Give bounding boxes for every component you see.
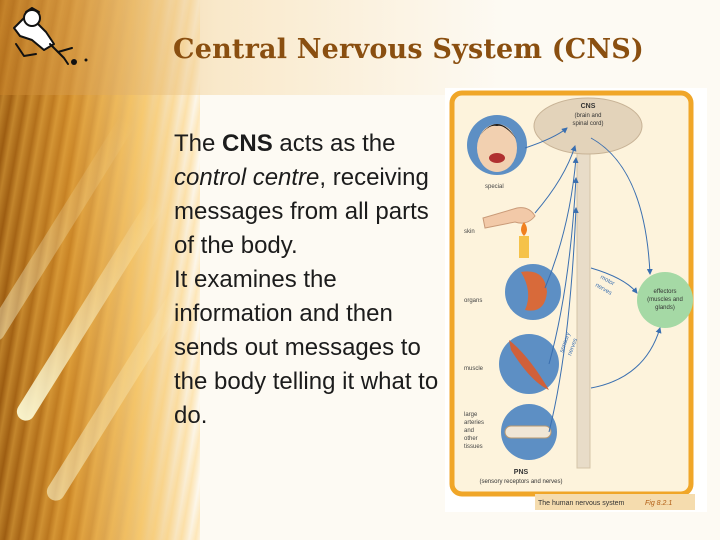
label-muscle: muscle [464,366,484,372]
nervous-system-figure: CNS (brain and spinal cord) special skin… [445,88,707,512]
sensory-arrows [524,127,579,433]
label-arteries: other [464,436,478,442]
receptor-skin [482,207,536,229]
label-special: special [485,184,504,190]
cns-sub-label: spinal cord) [572,121,603,127]
receptor-face [467,115,527,175]
artery-icon [504,425,552,439]
text-span: , receiving messages from all parts of t… [174,164,429,259]
label-arteries: large [464,412,478,418]
slide-title: Central Nervous System (CNS) [173,34,644,65]
text-span: acts as the [272,130,396,157]
italic-term: control centre [174,164,320,191]
paragraph-cns-function: It examines the information and then sen… [174,266,439,429]
figure-footer [535,494,695,510]
effectors-circle [637,272,693,328]
scientist-mascot-icon [13,7,88,65]
label-arteries: tissues [464,444,483,450]
receptor-candle [519,222,529,258]
cns-sub-label: (brain and [574,113,601,119]
effectors-label: (muscles and [647,297,683,303]
label-arteries: and [464,428,474,434]
receptor-kidney [505,264,561,320]
cns-label: CNS [581,103,596,110]
arm-icon [482,207,536,229]
candle-icon [519,236,529,258]
sensory-nerves-label: nerves [567,338,579,357]
background-top-glow [0,0,720,95]
effectors-label: effectors [654,289,677,295]
receptor-artery [501,404,557,460]
pns-label: PNS [514,469,529,476]
spinal-cord [576,147,591,469]
pns-sub-label: (sensory receptors and nerves) [479,479,562,485]
figure-caption: The human nervous system [538,500,625,507]
motor-arrows [590,137,662,389]
receptor-muscle [499,334,559,394]
muscle-icon [509,340,549,390]
label-organs: organs [464,298,482,304]
kidney-icon [521,271,547,311]
slide-body: The CNS acts as the control centre, rece… [174,127,439,433]
paragraph-cns-role: The CNS acts as the control centre, rece… [174,127,439,263]
face-icon [477,124,517,172]
bold-term: CNS [222,130,273,157]
effectors-label: glands) [655,305,675,311]
label-arteries: arteries [464,420,484,426]
text-span: The [174,130,223,157]
label-skin: skin [464,229,475,235]
brain-shape [533,97,643,155]
figure-number: Fig 8.2.1 [645,500,672,507]
